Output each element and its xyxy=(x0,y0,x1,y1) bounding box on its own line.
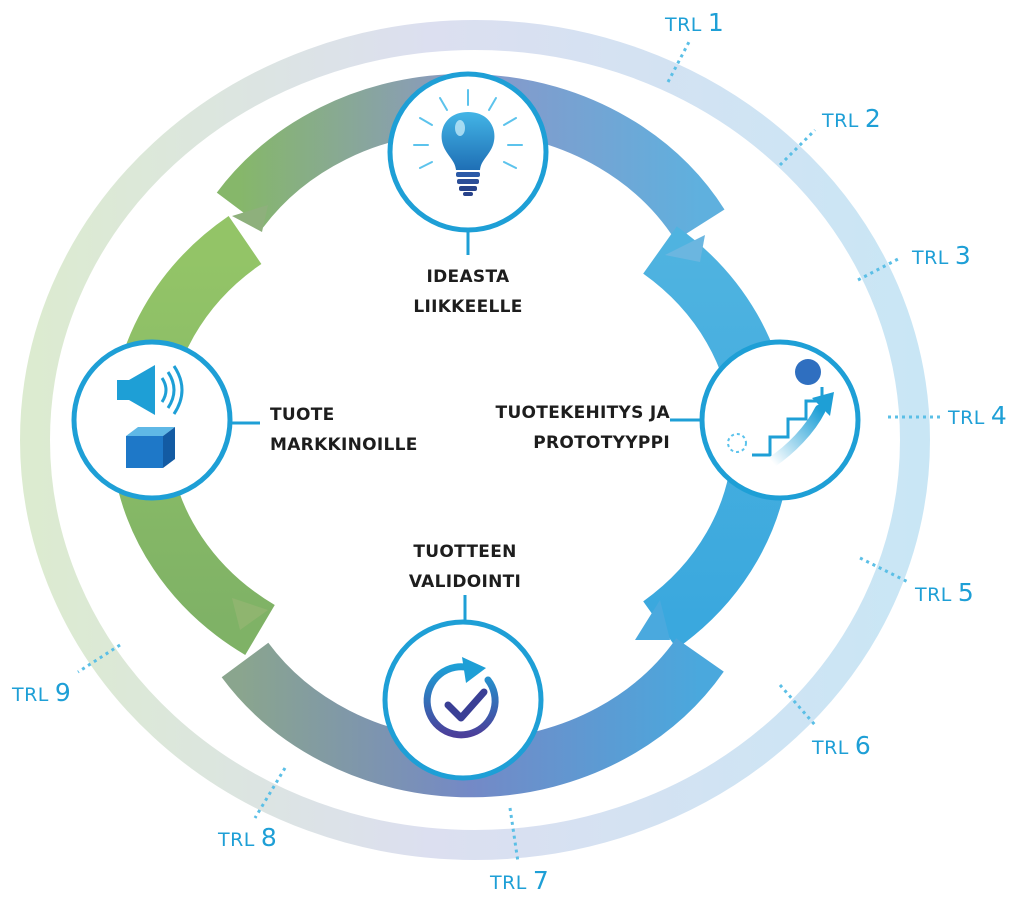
stage-node-validation xyxy=(382,619,544,781)
trl-5-tick xyxy=(859,556,911,585)
stage-node-idea xyxy=(387,71,549,233)
trl-8-tick xyxy=(253,767,287,819)
refresh-check-icon xyxy=(423,657,499,739)
arrowhead-right-bottom xyxy=(635,600,670,640)
stage-label-idea: IDEASTA LIIKKEELLE xyxy=(413,267,523,317)
trl-9-tick xyxy=(77,643,121,674)
arrowhead-top-right xyxy=(665,235,705,262)
stage-node-prototype xyxy=(699,339,861,501)
outer-trl-ring xyxy=(20,20,930,860)
stairs-climb-icon xyxy=(727,359,834,468)
stage-label-market: TUOTE MARKKINOILLE xyxy=(270,405,418,455)
stage-label-prototype: TUOTEKEHITYS JA PROTOTYYPPI xyxy=(495,403,670,453)
speaker-cube-icon xyxy=(117,365,184,468)
arrowhead-bottom-left xyxy=(232,598,268,630)
stage-label-validation: TUOTTEEN VALIDOINTI xyxy=(408,542,522,592)
arrowhead-left-top xyxy=(232,205,268,232)
stage-node-market xyxy=(71,339,233,501)
lightbulb-icon xyxy=(413,89,523,196)
trl-2-tick xyxy=(778,128,817,167)
trl-6-tick xyxy=(778,684,817,726)
trl-3-tick xyxy=(857,256,901,282)
trl-ticks xyxy=(77,39,940,863)
trl-7-tick xyxy=(508,807,520,863)
trl-1-tick xyxy=(666,39,692,83)
